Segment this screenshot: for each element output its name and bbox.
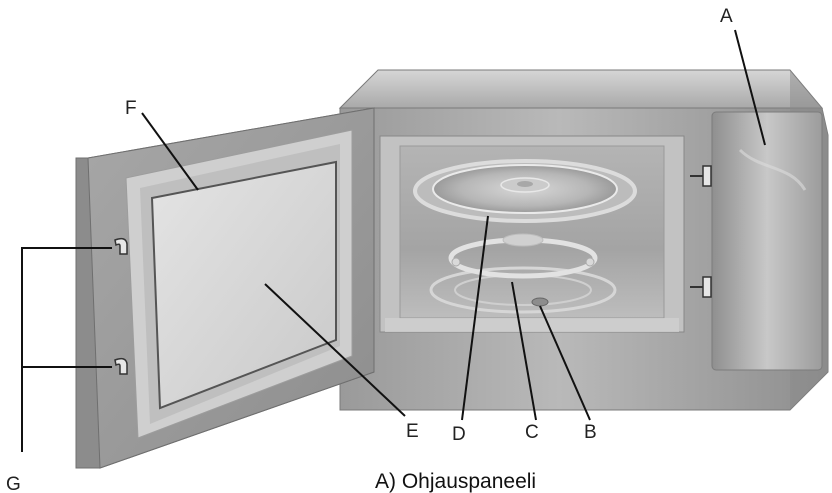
latch-receivers: [690, 165, 712, 298]
label-a: A: [720, 6, 733, 27]
door-window: [150, 160, 337, 410]
label-b: B: [584, 422, 597, 443]
label-c: C: [525, 422, 539, 443]
label-g: G: [6, 474, 21, 493]
label-f: F: [125, 98, 137, 119]
glass-turntable: [413, 159, 637, 223]
roller-ring: [429, 233, 617, 314]
door-hooks: [114, 237, 128, 375]
control-panel: [711, 111, 823, 371]
caption: A) Ohjauspaneeli: [375, 470, 536, 493]
label-e: E: [406, 421, 419, 442]
turntable-shaft: [531, 297, 549, 307]
leader-lines: [21, 29, 766, 452]
label-d: D: [452, 424, 466, 445]
